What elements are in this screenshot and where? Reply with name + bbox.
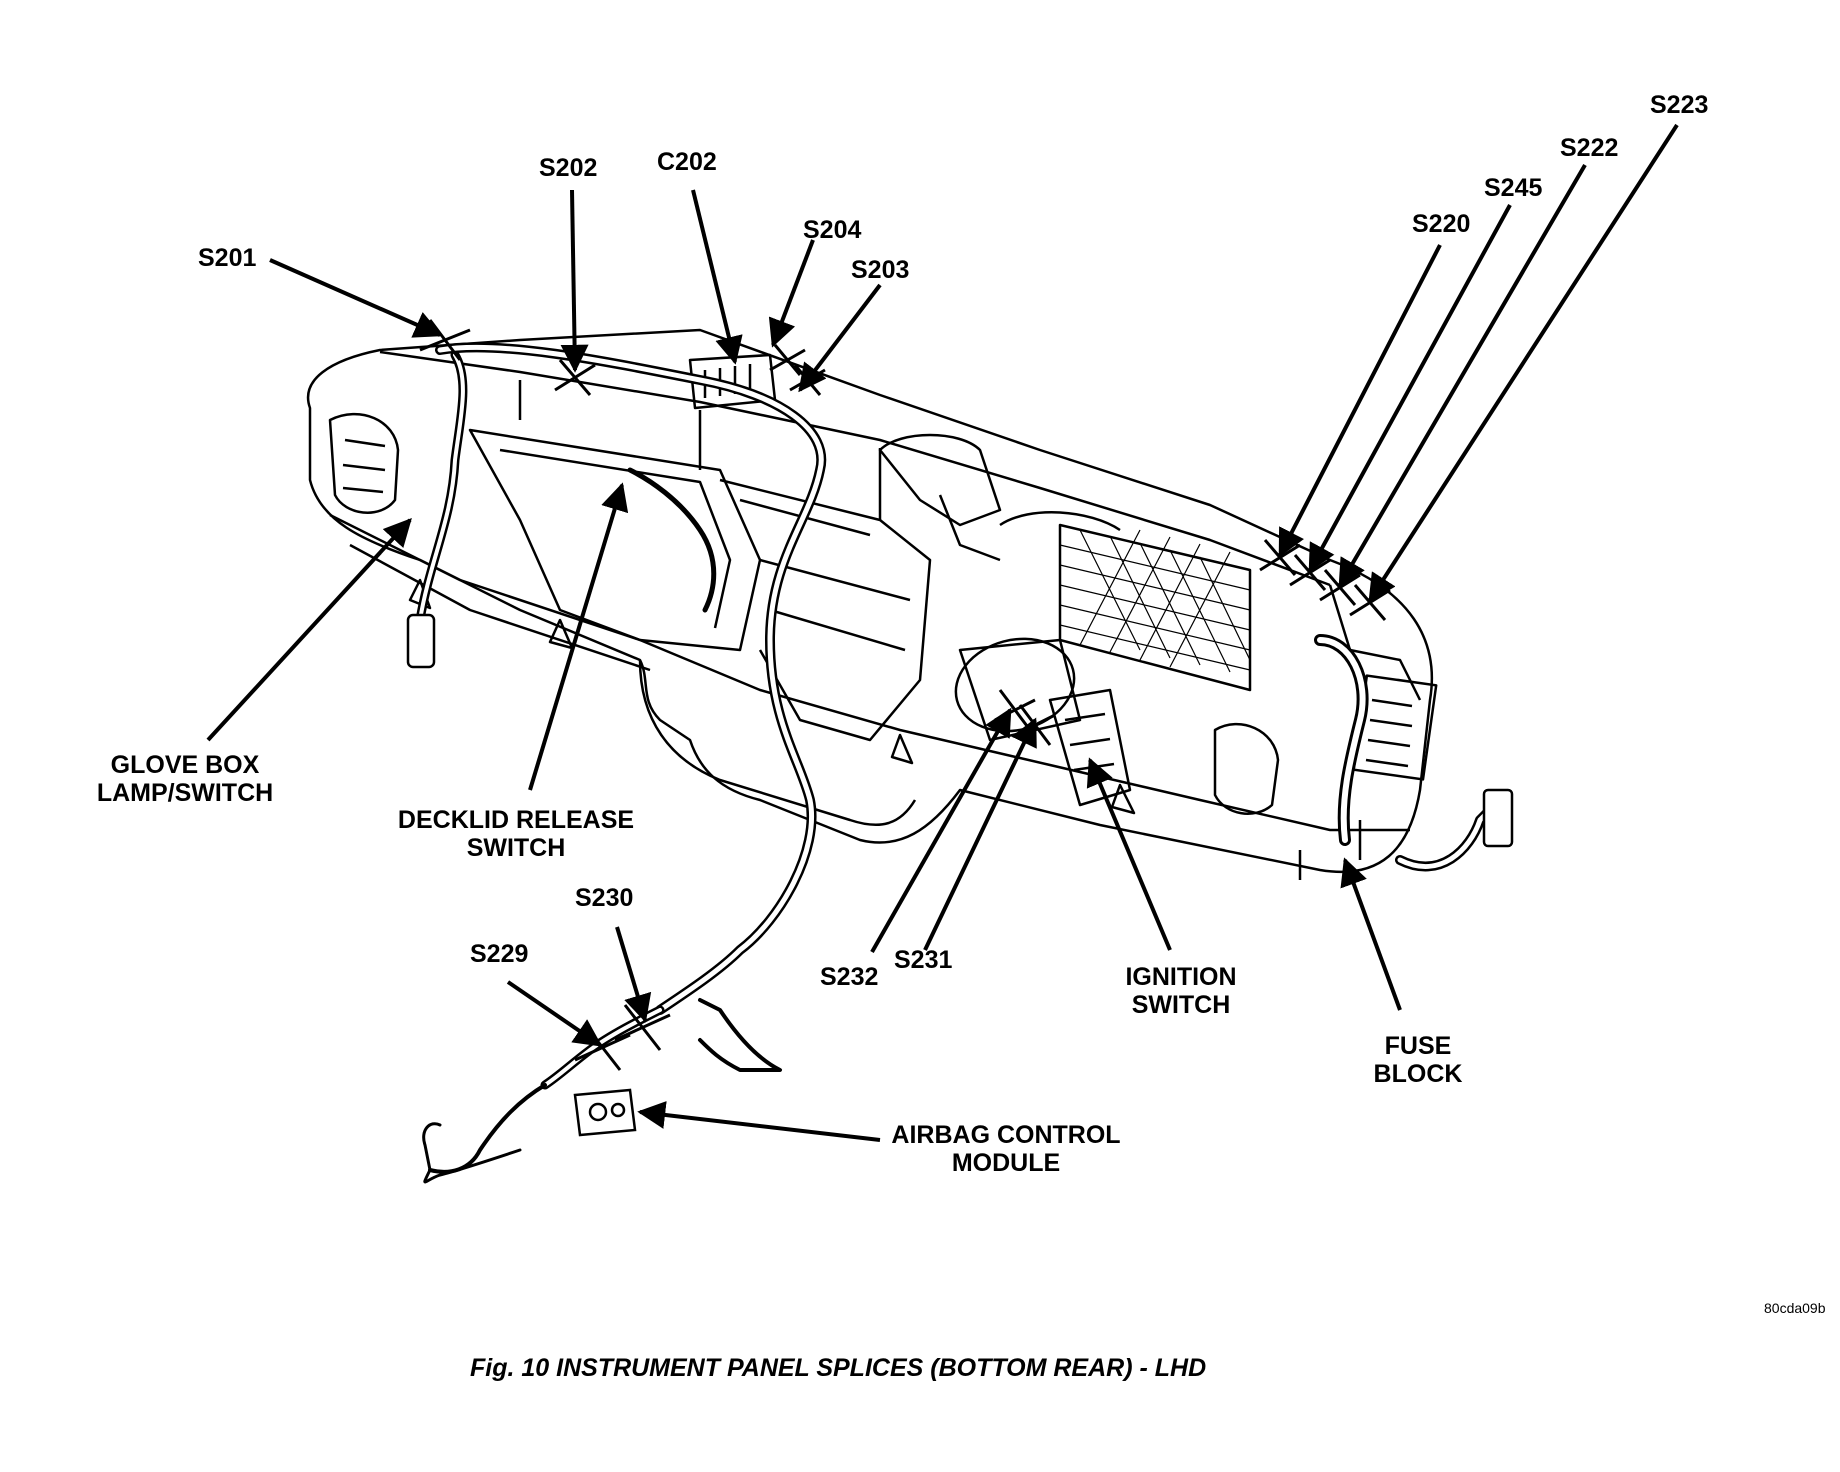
label-s230: S230	[575, 884, 634, 912]
wiring-harness	[406, 342, 1514, 1184]
airbag-module-shape	[573, 1088, 637, 1137]
figure-id: 80cda09b	[1764, 1300, 1826, 1316]
label-s229: S229	[470, 940, 529, 968]
label-airbag-control-module: AIRBAG CONTROL MODULE	[891, 1121, 1120, 1177]
label-decklid-line2: SWITCH	[466, 834, 566, 862]
label-c202: C202	[657, 148, 717, 176]
label-s222: S222	[1560, 134, 1619, 162]
label-glove-box-lamp-switch: GLOVE BOX LAMP/SWITCH	[97, 751, 273, 807]
label-ignition-switch: IGNITION SWITCH	[1125, 963, 1236, 1019]
label-s202: S202	[539, 154, 598, 182]
label-s201: S201	[198, 244, 257, 272]
label-s223: S223	[1650, 91, 1709, 119]
label-fuse-line1: FUSE	[1384, 1032, 1452, 1060]
label-airbag-line2: MODULE	[951, 1149, 1061, 1177]
figure-caption: Fig. 10 INSTRUMENT PANEL SPLICES (BOTTOM…	[470, 1354, 1207, 1382]
label-s231: S231	[894, 946, 953, 974]
label-ignition-line2: SWITCH	[1131, 991, 1231, 1019]
label-fuse-line2: BLOCK	[1373, 1060, 1463, 1088]
label-glove-box-line2: LAMP/SWITCH	[96, 779, 274, 807]
label-s204: S204	[803, 216, 862, 244]
label-ignition-line1: IGNITION	[1125, 963, 1237, 991]
label-decklid-line1: DECKLID RELEASE	[397, 806, 635, 834]
leader-lines	[206, 123, 1679, 1142]
instrument-panel-body	[306, 328, 1438, 880]
label-glove-box-line1: GLOVE BOX	[110, 751, 260, 779]
label-s203: S203	[851, 256, 910, 284]
splice-markers	[419, 319, 1391, 1071]
cluster-grille	[1059, 529, 1251, 673]
label-airbag-line1: AIRBAG CONTROL	[891, 1121, 1121, 1149]
label-decklid-release-switch: DECKLID RELEASE SWITCH	[398, 806, 634, 862]
label-s232: S232	[820, 963, 879, 991]
label-s245: S245	[1484, 174, 1543, 202]
label-s220: S220	[1412, 210, 1471, 238]
label-fuse-block: FUSE BLOCK	[1374, 1032, 1463, 1088]
